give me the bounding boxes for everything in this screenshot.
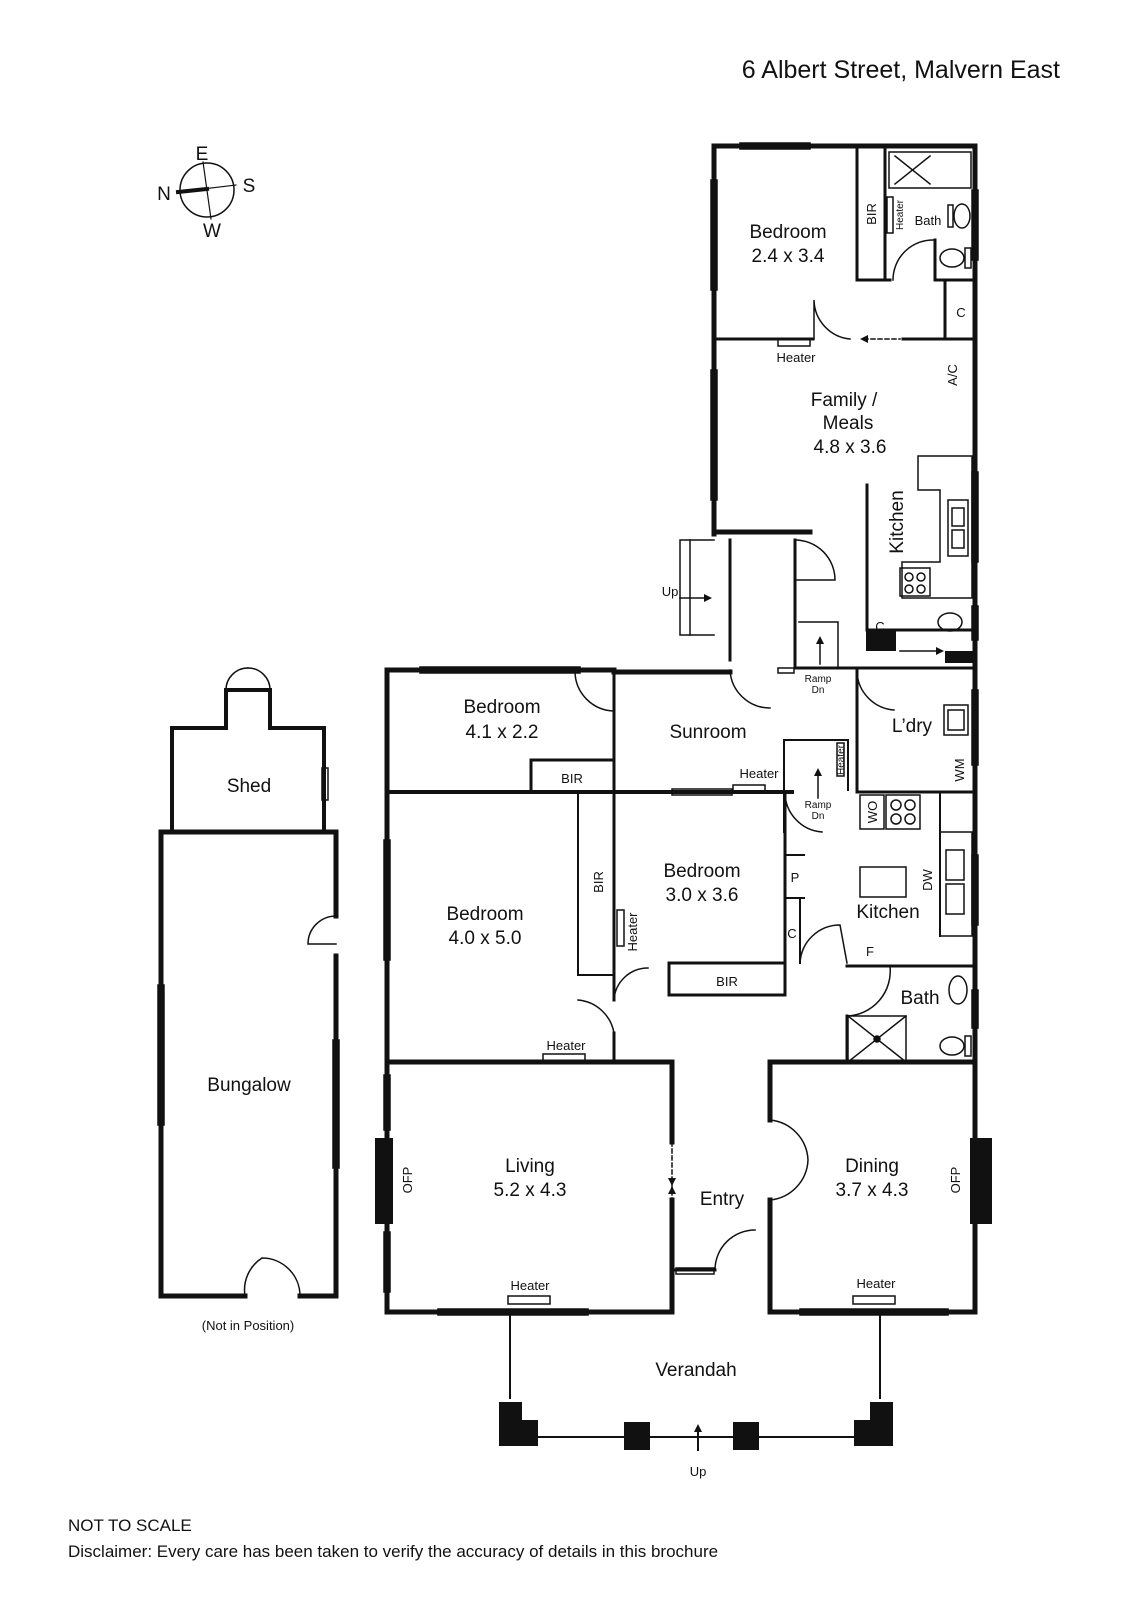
room-name-bungalow: Bungalow — [207, 1075, 291, 1096]
room-name-laundry: L’dry — [892, 716, 933, 737]
dishwasher-label: DW — [920, 868, 935, 890]
heater-label-sunroom: Heater — [739, 766, 779, 781]
heater-label-ramp: Heater — [836, 744, 847, 775]
pantry-label: P — [791, 870, 800, 885]
heaters — [507, 196, 896, 1305]
wall-oven-label: WO — [865, 801, 880, 823]
heater-label-bedroom-large: Heater — [625, 912, 640, 952]
room-dims-bedroom-rear: 2.4 x 3.4 — [752, 246, 825, 267]
heater-label-hall: Heater — [546, 1038, 586, 1053]
heater-label-bath-rear: Heater — [895, 199, 906, 230]
washing-machine-label: WM — [952, 758, 967, 781]
room-name-bedroom-large: Bedroom — [446, 904, 523, 925]
room-dims-dining: 3.7 x 4.3 — [836, 1180, 909, 1201]
room-name-bedroom-mid: Bedroom — [663, 861, 740, 882]
room-name-verandah: Verandah — [655, 1360, 736, 1381]
ramp-label-lower-line1: Ramp — [805, 800, 832, 811]
cupboard-label-hall: C — [787, 926, 796, 941]
bir-label-bedroom-mid: BIR — [716, 974, 738, 989]
room-name-shed: Shed — [227, 776, 271, 797]
room-name-family-line1: Family / — [811, 390, 878, 411]
heater-label-living: Heater — [510, 1278, 550, 1293]
bir-label-bedroom-small: BIR — [561, 771, 583, 786]
rear-wing-walls — [711, 143, 978, 1293]
fridge-label: F — [866, 944, 874, 959]
middle-block-walls — [384, 538, 977, 1065]
room-name-bedroom-rear: Bedroom — [749, 222, 826, 243]
room-name-kitchen-rear: Kitchen — [887, 490, 908, 553]
fixtures — [846, 151, 973, 1064]
bungalow-walls — [158, 829, 339, 1299]
windows — [157, 142, 979, 1316]
shed-walls — [170, 688, 326, 832]
room-dims-living: 5.2 x 4.3 — [494, 1180, 567, 1201]
cupboard-label-rear: C — [956, 305, 965, 320]
steps — [668, 335, 944, 1201]
verandah-structure — [499, 1312, 893, 1451]
compass-west-label: W — [203, 221, 221, 242]
door-swings — [225, 239, 936, 1297]
ac-label: A/C — [945, 364, 960, 386]
heater-label-dining: Heater — [856, 1276, 896, 1291]
fireplace-label-living: OFP — [400, 1167, 415, 1194]
room-name-dining: Dining — [845, 1156, 899, 1177]
heater-label-family: Heater — [776, 350, 816, 365]
room-dims-bedroom-large: 4.0 x 5.0 — [449, 928, 522, 949]
compass-icon — [175, 161, 237, 220]
property-address: 6 Albert Street, Malvern East — [742, 56, 1060, 84]
room-dims-bedroom-small: 4.1 x 2.2 — [466, 722, 539, 743]
room-name-entry: Entry — [700, 1189, 745, 1210]
room-name-bath-main: Bath — [900, 988, 939, 1009]
compass-south-label: S — [243, 176, 256, 197]
bir-label-rear: BIR — [864, 203, 879, 225]
room-name-kitchen-main: Kitchen — [856, 902, 919, 923]
compass-east-label: E — [196, 144, 209, 165]
fireplace-label-dining: OFP — [948, 1167, 963, 1194]
bir-label-bedroom-large: BIR — [591, 871, 606, 893]
up-label-rear-steps: Up — [662, 584, 679, 599]
room-name-living: Living — [505, 1156, 555, 1177]
ramp-label-upper-line1: Ramp — [805, 674, 832, 685]
front-block-walls — [375, 1059, 992, 1315]
bungalow-note: (Not in Position) — [202, 1318, 294, 1333]
room-name-bedroom-small: Bedroom — [463, 697, 540, 718]
not-to-scale-note: NOT TO SCALE — [68, 1516, 192, 1535]
ramp-label-upper-line2: Dn — [812, 685, 825, 696]
room-name-sunroom: Sunroom — [669, 722, 746, 743]
compass-north-label: N — [157, 184, 171, 205]
room-dims-bedroom-mid: 3.0 x 3.6 — [666, 885, 739, 906]
up-label-verandah: Up — [690, 1464, 707, 1479]
ramp-label-lower-line2: Dn — [812, 811, 825, 822]
cupboard-label-kitchen-rear: C — [875, 619, 884, 634]
room-dims-family: 4.8 x 3.6 — [814, 437, 887, 458]
disclaimer-text: Disclaimer: Every care has been taken to… — [68, 1542, 719, 1561]
room-name-bath-rear: Bath — [915, 213, 942, 228]
room-name-family-line2: Meals — [823, 413, 874, 434]
